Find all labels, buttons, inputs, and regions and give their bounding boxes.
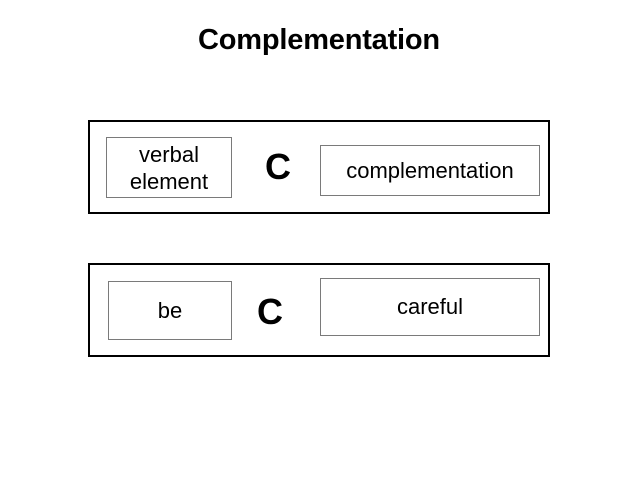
- cell-complementation: complementation: [320, 145, 540, 196]
- operator-c-row-1: C: [265, 146, 291, 187]
- cell-be: be: [108, 281, 232, 340]
- complementation-frame-row-2: be C careful: [88, 263, 550, 357]
- cell-verbal-element: verbal element: [106, 137, 232, 198]
- cell-verbal-element-line-1: verbal: [139, 141, 199, 167]
- cell-careful: careful: [320, 278, 540, 336]
- operator-c-row-2: C: [257, 291, 283, 332]
- cell-be-label: be: [157, 297, 183, 323]
- cell-careful-label: careful: [396, 294, 464, 319]
- complementation-frame-row-1: verbal element C complementation: [88, 120, 550, 214]
- cell-verbal-element-line-2: element: [129, 168, 209, 194]
- page-title: Complementation: [198, 24, 440, 56]
- cell-complementation-label: complementation: [346, 157, 514, 183]
